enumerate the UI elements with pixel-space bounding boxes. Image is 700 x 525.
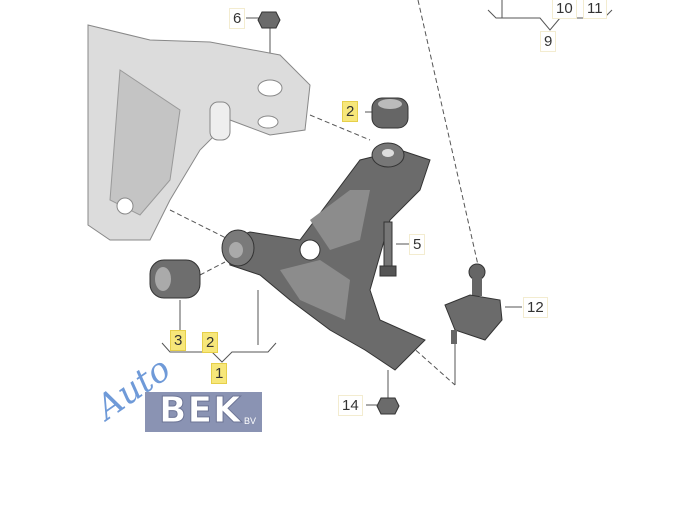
- callout-12[interactable]: 12: [523, 297, 548, 318]
- callout-3[interactable]: 3: [170, 330, 187, 351]
- callout-2-bottom[interactable]: 2: [202, 332, 219, 353]
- bushing-2-top: [371, 97, 409, 129]
- callout-2-top[interactable]: 2: [342, 101, 359, 122]
- callout-1[interactable]: 1: [211, 363, 228, 384]
- bushing-3: [149, 259, 201, 299]
- logo-name: BEK: [159, 390, 242, 432]
- bolt-5: [379, 221, 397, 277]
- control-arm: [221, 142, 431, 371]
- callout-11[interactable]: 11: [583, 0, 607, 19]
- leader-lines: [161, 0, 613, 406]
- callout-6[interactable]: 6: [229, 8, 246, 29]
- logo: BEK BV: [145, 390, 262, 432]
- nut-6: [257, 11, 281, 29]
- callout-10[interactable]: 10: [552, 0, 577, 19]
- callout-5[interactable]: 5: [409, 234, 426, 255]
- logo-suffix: BV: [243, 416, 256, 426]
- ball-joint-12: [444, 263, 503, 344]
- callout-9[interactable]: 9: [540, 31, 557, 52]
- nut-14: [376, 397, 400, 415]
- callout-14[interactable]: 14: [338, 395, 363, 416]
- subframe: [87, 24, 311, 241]
